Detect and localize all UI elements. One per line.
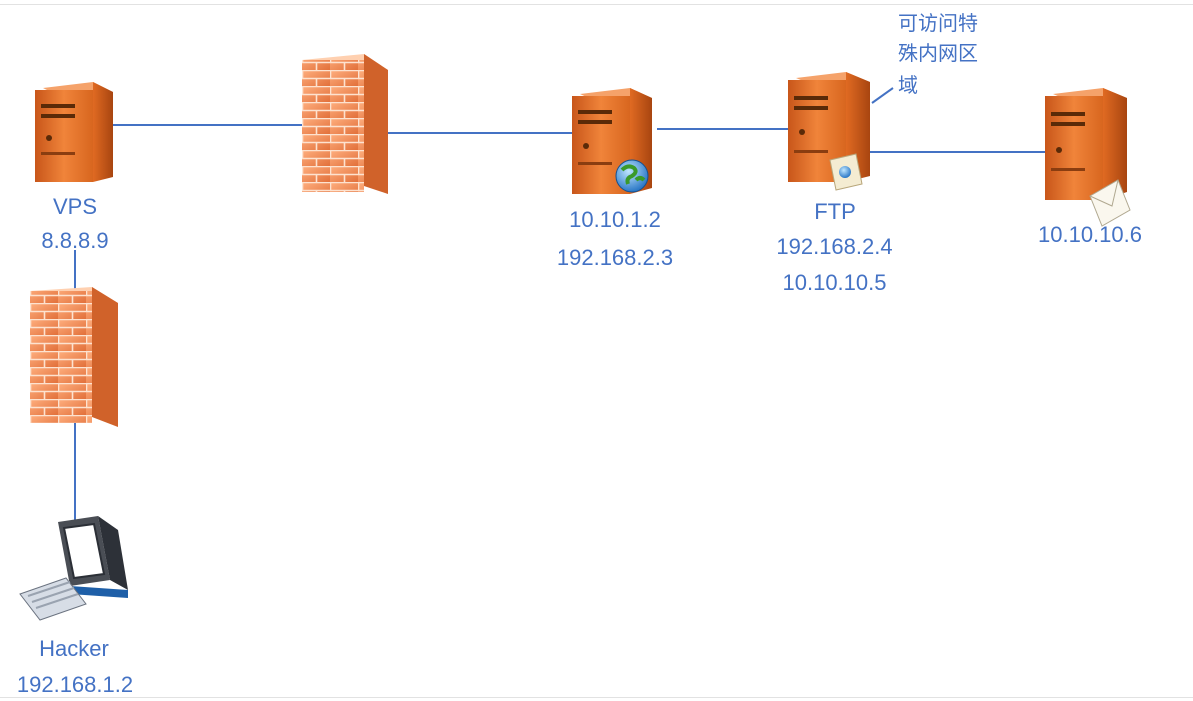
web-ip2-label: 192.168.2.3 [556, 245, 674, 270]
vps-server-icon [35, 82, 113, 182]
top-border [0, 4, 1193, 5]
firewall-icon-2 [30, 287, 118, 427]
web-ip1-label: 10.10.1.2 [569, 207, 661, 232]
globe-icon [615, 159, 649, 193]
ftp-name-label: FTP [814, 199, 856, 224]
vps-name-label: VPS [52, 194, 98, 219]
ftp-server-icon [788, 72, 870, 182]
mail-ip-label: 10.10.10.6 [1038, 222, 1142, 247]
annotation-pointer [871, 87, 894, 104]
vps-ip-label: 8.8.8.9 [41, 228, 109, 253]
computer-icon [19, 516, 128, 621]
firewall-icon [302, 54, 388, 194]
document-icon [829, 153, 863, 191]
mail-server-icon [1045, 88, 1127, 200]
annotation-line-3: 域 [898, 73, 918, 97]
annotation-line-2: 殊内网区 [898, 41, 978, 65]
annotation-line-1: 可访问特 [898, 11, 978, 35]
hacker-name-label: Hacker [39, 636, 109, 661]
ftp-ip2-label: 10.10.10.5 [782, 270, 887, 295]
ftp-ip1-label: 192.168.2.4 [776, 234, 893, 259]
envelope-icon [1089, 179, 1131, 227]
bottom-border [0, 697, 1193, 698]
hacker-ip-label: 192.168.1.2 [16, 672, 134, 697]
